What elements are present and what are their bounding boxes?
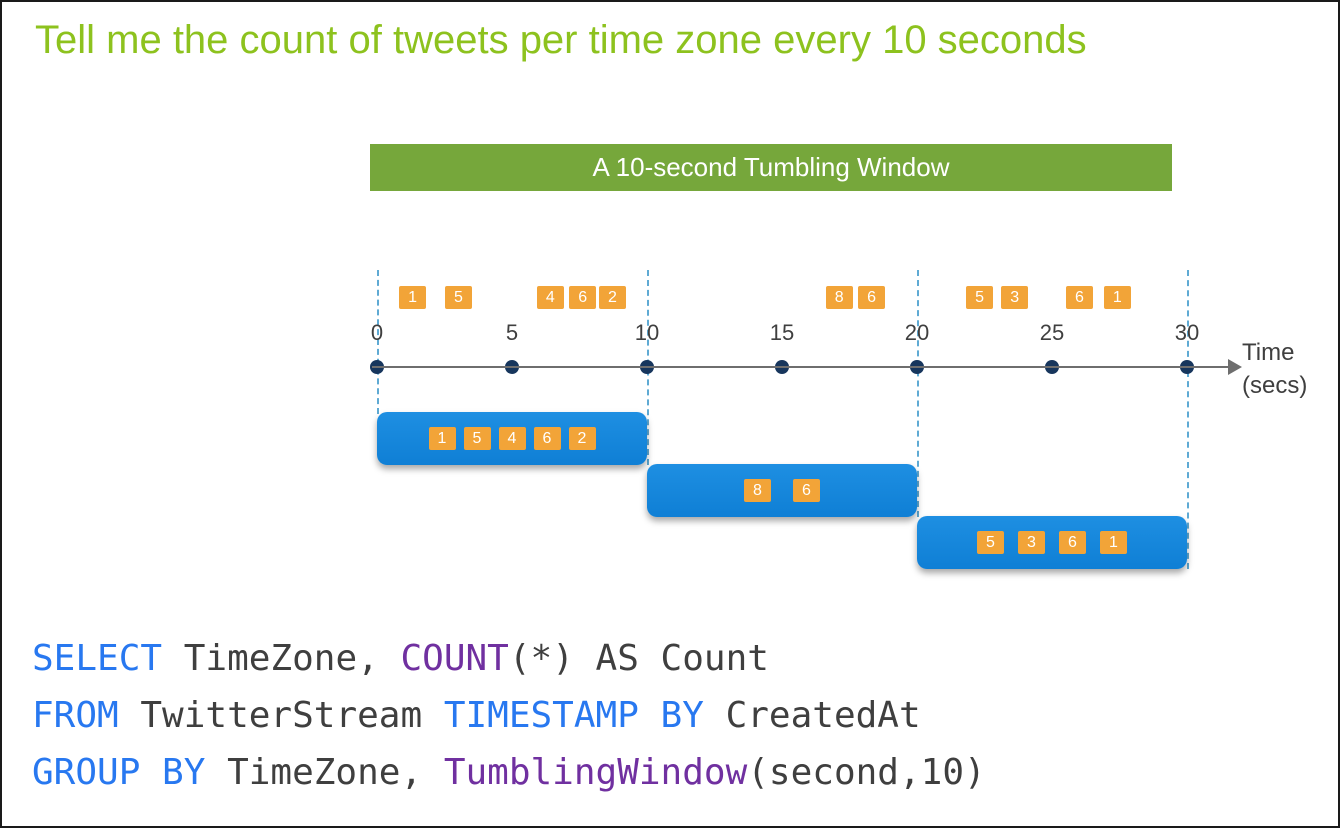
- window-boundary-line: [377, 270, 379, 414]
- event-chip: 1: [1103, 286, 1131, 309]
- code-token: TumblingWindow: [443, 752, 748, 793]
- axis-label-secs: (secs): [1242, 372, 1308, 399]
- event-chip: 3: [1001, 286, 1029, 309]
- code-line: SELECT TimeZone, COUNT(*) AS Count: [32, 630, 986, 687]
- event-chip: 1: [1100, 531, 1127, 554]
- event-chip: 4: [498, 427, 526, 450]
- code-token: COUNT: [400, 638, 509, 679]
- code-token: TIMESTAMP BY: [443, 695, 704, 736]
- tick-label: 0: [370, 320, 384, 345]
- window-boundary-line: [917, 270, 919, 517]
- event-chip: 4: [536, 286, 564, 309]
- tick-label: 20: [904, 320, 930, 345]
- event-chip: 2: [568, 427, 596, 450]
- time-axis-arrowhead: [1228, 359, 1242, 375]
- tumbling-window-banner: A 10-second Tumbling Window: [370, 144, 1172, 191]
- code-token: (*) AS Count: [508, 638, 769, 679]
- time-axis: [372, 366, 1230, 368]
- event-chip: 6: [1059, 531, 1086, 554]
- code-token: TimeZone,: [162, 638, 401, 679]
- event-chip: 6: [858, 286, 886, 309]
- event-chip: 5: [966, 286, 994, 309]
- code-line: FROM TwitterStream TIMESTAMP BY CreatedA…: [32, 687, 986, 744]
- banner-label: A 10-second Tumbling Window: [592, 152, 950, 182]
- code-token: TwitterStream: [118, 695, 444, 736]
- code-token: (second,10): [747, 752, 986, 793]
- event-chip: 6: [569, 286, 597, 309]
- event-chip: 1: [399, 286, 427, 309]
- event-chip: 1: [428, 427, 456, 450]
- time-axis-label: Time (secs): [1242, 336, 1307, 402]
- tick-label: 10: [634, 320, 660, 345]
- event-chip: 6: [533, 427, 561, 450]
- tick-label: 30: [1174, 320, 1200, 345]
- event-chip: 6: [1066, 286, 1093, 309]
- event-chip: 5: [445, 286, 472, 309]
- event-chip: 2: [598, 286, 626, 309]
- event-chip: 8: [825, 286, 853, 309]
- event-chip: 3: [1018, 531, 1045, 554]
- event-chip: 5: [463, 427, 491, 450]
- window-boundary-line: [1187, 270, 1189, 569]
- code-token: SELECT: [32, 638, 163, 679]
- event-chip: 5: [977, 531, 1004, 554]
- event-chip: 8: [744, 479, 771, 502]
- code-token: FROM: [32, 695, 119, 736]
- code-token: TimeZone,: [205, 752, 444, 793]
- code-token: GROUP BY: [32, 752, 206, 793]
- code-token: CreatedAt: [703, 695, 921, 736]
- tick-label: 25: [1039, 320, 1065, 345]
- event-chip: 6: [793, 479, 820, 502]
- tick-label: 5: [505, 320, 519, 345]
- code-line: GROUP BY TimeZone, TumblingWindow(second…: [32, 744, 986, 801]
- page-title: Tell me the count of tweets per time zon…: [35, 18, 1087, 62]
- tick-label: 15: [769, 320, 795, 345]
- axis-label-time: Time: [1242, 339, 1295, 366]
